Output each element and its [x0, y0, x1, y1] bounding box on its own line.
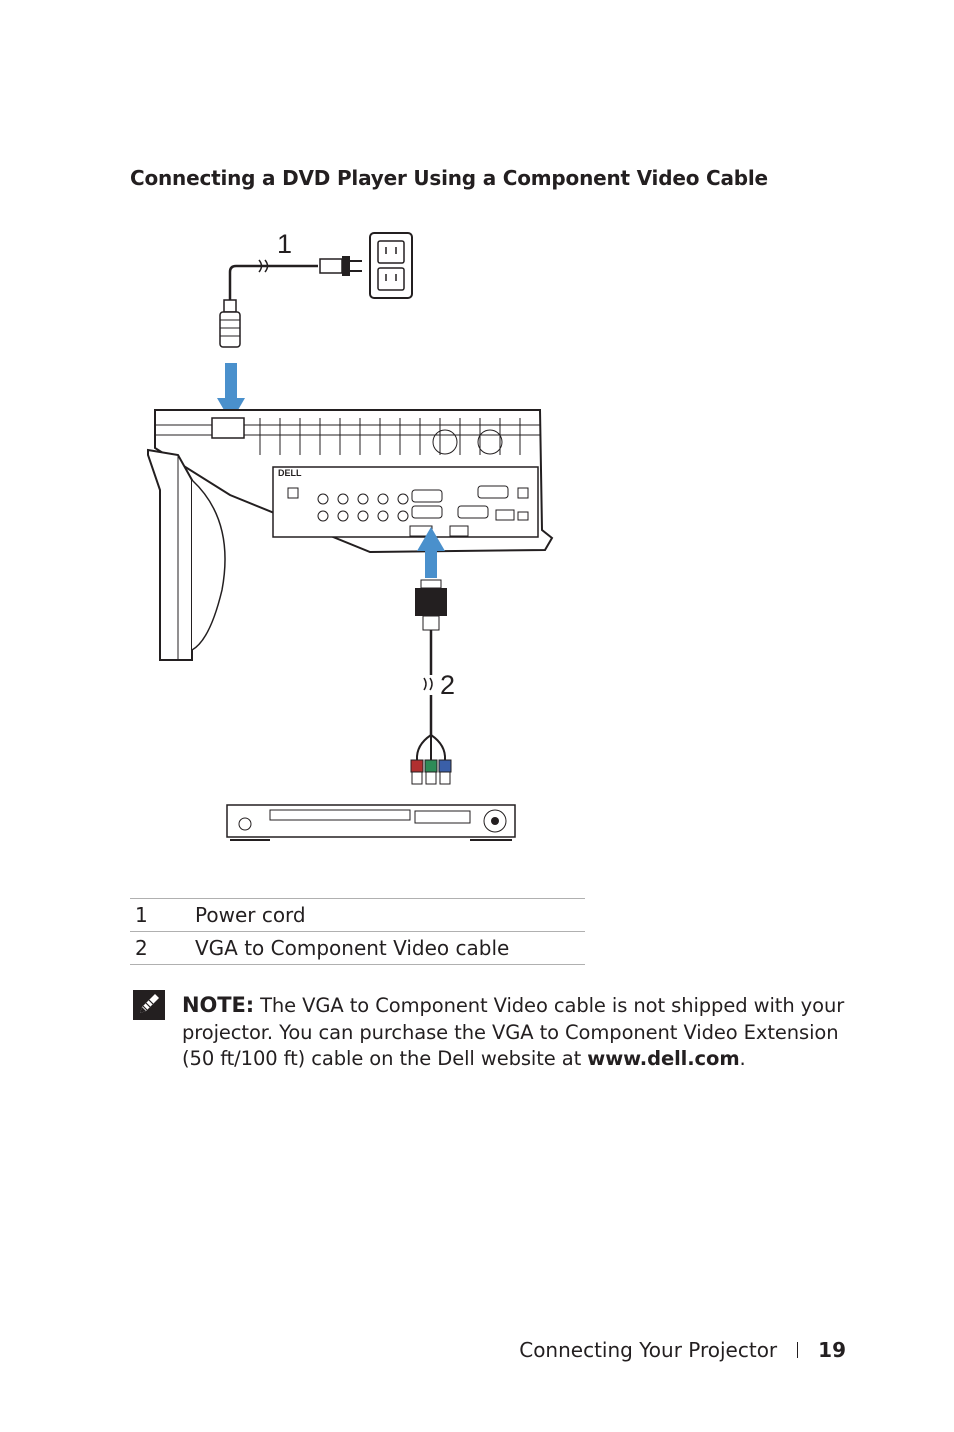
- table-row: 2 VGA to Component Video cable: [130, 931, 585, 965]
- table-row: 1 Power cord: [130, 898, 585, 932]
- pencil-note-icon: [133, 990, 165, 1020]
- note-label: NOTE:: [182, 993, 254, 1017]
- note-text: The VGA to Component Video cable is not …: [182, 994, 845, 1070]
- legend-label: Power cord: [195, 898, 585, 932]
- vga-arrow: [417, 527, 445, 578]
- connection-diagram: 1 DELL: [140, 220, 580, 860]
- footer-divider: [797, 1342, 799, 1358]
- page-number: 19: [818, 1338, 846, 1362]
- projector-illustration: DELL: [147, 409, 554, 661]
- legend-number: 1: [130, 898, 195, 932]
- projector-brand: DELL: [278, 468, 302, 478]
- legend-label: VGA to Component Video cable: [195, 931, 585, 965]
- note-text-end: .: [739, 1047, 746, 1070]
- page-footer: Connecting Your Projector 19: [519, 1338, 846, 1362]
- note-paragraph: NOTE: The VGA to Component Video cable i…: [182, 992, 872, 1073]
- dvd-player-illustration: [226, 804, 516, 841]
- legend-table: 1 Power cord 2 VGA to Component Video ca…: [130, 898, 585, 965]
- section-title: Connecting a DVD Player Using a Componen…: [130, 166, 768, 190]
- legend-number: 2: [130, 931, 195, 965]
- callout-1: 1: [277, 229, 292, 259]
- wall-outlet: [369, 232, 413, 299]
- callout-2: 2: [440, 670, 455, 700]
- dell-website-link[interactable]: www.dell.com: [587, 1047, 740, 1070]
- power-cord: [219, 256, 362, 348]
- vga-component-cable: [410, 579, 452, 785]
- chapter-title: Connecting Your Projector: [519, 1338, 778, 1362]
